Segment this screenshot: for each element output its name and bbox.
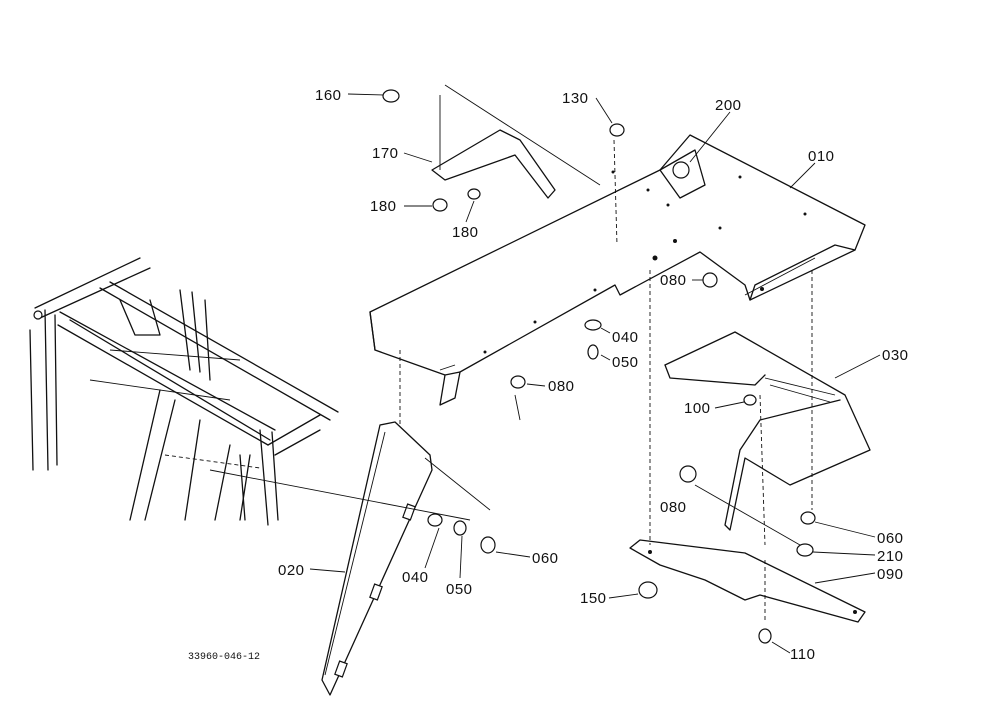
bolt-050b <box>453 520 467 536</box>
nut-080c <box>679 465 697 483</box>
callout-030: 030 <box>882 347 909 364</box>
tractor-frame <box>29 257 339 526</box>
nut-060a <box>480 536 496 554</box>
callout-080-middle: 080 <box>548 378 575 395</box>
bolt-110 <box>758 628 772 644</box>
callout-180-right: 180 <box>452 224 479 241</box>
washer-040b <box>427 513 443 527</box>
frame-bolt <box>33 310 43 320</box>
grommet-200 <box>672 161 690 179</box>
bracket-170 <box>431 84 601 199</box>
nut-080a <box>702 272 718 288</box>
callout-040-bottom: 040 <box>402 569 429 586</box>
grommet-150 <box>638 581 658 599</box>
callout-010: 010 <box>808 148 835 165</box>
callout-020: 020 <box>278 562 305 579</box>
callout-040-top: 040 <box>612 329 639 346</box>
panel-010 <box>369 134 866 406</box>
callout-110: 110 <box>790 646 815 663</box>
plate-090 <box>629 539 866 623</box>
callout-100: 100 <box>684 400 711 417</box>
nut-080b <box>510 375 526 389</box>
callout-050-top: 050 <box>612 354 639 371</box>
plate-020 <box>321 421 433 696</box>
callout-080-bottom: 080 <box>660 499 687 516</box>
washer-100 <box>743 394 757 406</box>
callout-060-right: 060 <box>877 530 904 547</box>
bolt-180b <box>467 188 481 200</box>
cap-160 <box>382 89 400 103</box>
bolt-050a <box>587 344 599 360</box>
bracket-030 <box>664 331 871 531</box>
bolt-130 <box>609 123 625 137</box>
callout-170: 170 <box>372 145 399 162</box>
callout-160: 160 <box>315 87 342 104</box>
callout-080-top: 080 <box>660 272 687 289</box>
callout-050-bottom: 050 <box>446 581 473 598</box>
drawing-code: 33960-046-12 <box>188 652 260 663</box>
callout-060-left: 060 <box>532 550 559 567</box>
leader-lines <box>309 93 881 654</box>
bolt-210 <box>796 543 814 557</box>
callout-090: 090 <box>877 566 904 583</box>
assembly-lines <box>209 139 813 620</box>
callout-labels: 160 170 180 180 130 200 010 080 040 050 … <box>188 87 909 663</box>
callout-180-left: 180 <box>370 198 397 215</box>
washer-040a <box>584 319 602 331</box>
nut-060b <box>800 511 816 525</box>
callout-130: 130 <box>562 90 589 107</box>
nut-180a <box>432 198 448 212</box>
callout-200: 200 <box>715 97 742 114</box>
callout-150: 150 <box>580 590 607 607</box>
callout-210: 210 <box>877 548 904 565</box>
hardware <box>382 89 816 644</box>
